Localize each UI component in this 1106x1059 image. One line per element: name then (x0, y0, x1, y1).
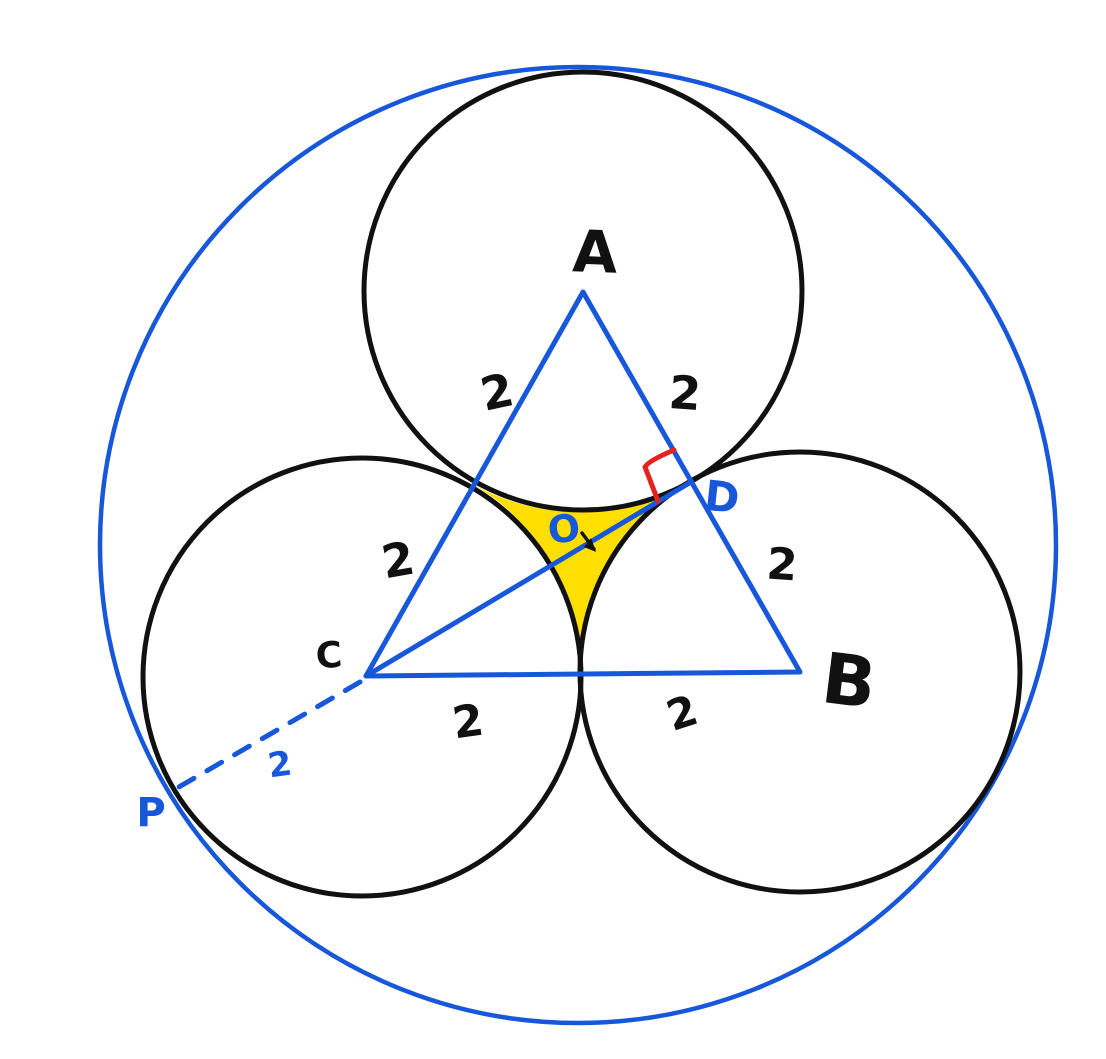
length-label-ac-lower: 2 (378, 531, 419, 590)
length-label-ac-upper: 2 (476, 362, 519, 421)
point-label-b: B (818, 637, 881, 725)
o-pointer-arrowhead (584, 538, 596, 552)
right-angle-mark (642, 447, 677, 504)
outer-circle (97, 64, 1059, 1026)
point-label-o: O (546, 505, 583, 552)
length-label-ab-lower: 2 (765, 538, 799, 591)
point-label-p: P (136, 790, 165, 836)
segment-cd (363, 479, 694, 679)
top-circle (361, 69, 805, 513)
length-label-cb-right: 2 (661, 685, 704, 741)
length-label-cb-left: 2 (449, 695, 486, 750)
dashed-segment-cp (169, 679, 363, 794)
length-label-ab-upper: 2 (667, 365, 703, 421)
length-label-cp: 2 (265, 744, 294, 787)
point-label-c: C (314, 635, 343, 678)
shaded-curvilinear-region (472, 481, 692, 675)
point-label-d: D (702, 471, 742, 523)
point-label-a: A (571, 217, 618, 287)
